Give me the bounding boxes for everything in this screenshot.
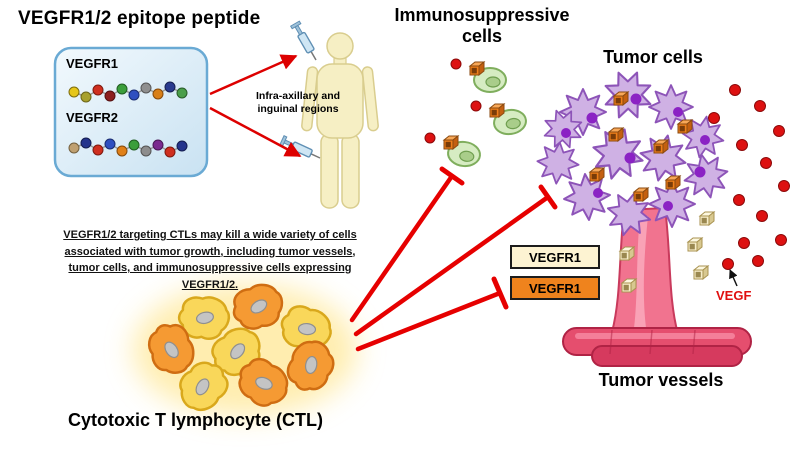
vegfr1-receptor-box-cream: VEGFR1: [510, 245, 600, 269]
vegfr1-chain-label: VEGFR1: [66, 56, 119, 71]
injection-arrows: [209, 54, 302, 158]
vegf-dots: [708, 84, 790, 270]
tumor-cells-title: Tumor cells: [603, 47, 703, 67]
tumor-vessel: [562, 206, 752, 367]
tumor-vessels-title: Tumor vessels: [598, 370, 724, 390]
peptide-panel-title: VEGFR1/2 epitope peptide: [18, 8, 261, 29]
injection-site-text: Infra-axillary and inguinal regions: [255, 90, 341, 116]
vegf-label: VEGF: [716, 288, 752, 303]
ctl-description: VEGFR1/2 targeting CTLs may kill a wide …: [63, 229, 357, 291]
immunosuppressive-cell-group: [424, 58, 529, 169]
vegfr1-peptide-chain-icon: [68, 81, 188, 103]
vegfr1-receptor-box-orange: VEGFR1: [510, 276, 600, 300]
human-figure: [301, 32, 379, 209]
tumor-cell-nuclei: [561, 93, 710, 211]
ctl-cell-cluster: [143, 279, 343, 420]
ctl-label: Cytotoxic T lymphocyte (CTL): [68, 410, 324, 430]
vegf-pointer-arrow: [729, 269, 738, 287]
immunosuppressive-cells-title: Immunosuppressive cells: [394, 5, 570, 46]
vegfr2-chain-label: VEGFR2: [66, 110, 119, 125]
inhibition-lines: [349, 166, 558, 352]
peptide-panel: [53, 46, 209, 178]
vegfr2-peptide-chain-icon: [68, 137, 188, 158]
